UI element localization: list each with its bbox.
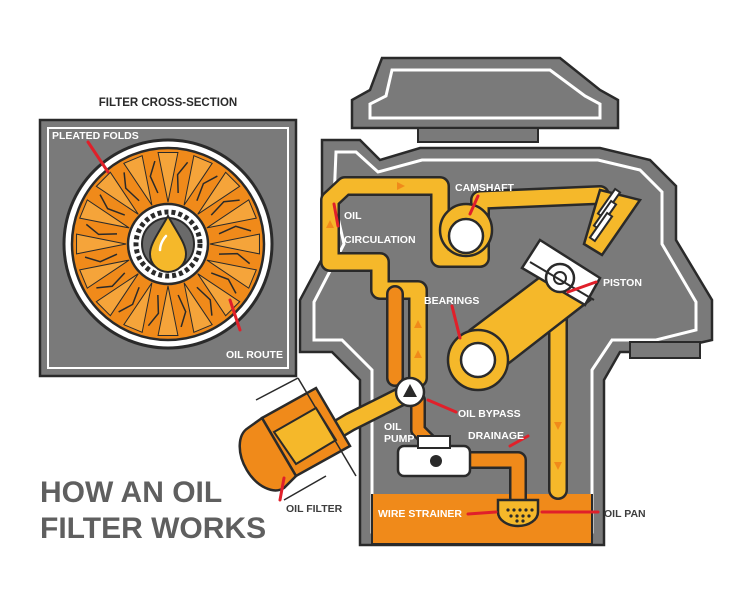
cross-section-title: FILTER CROSS-SECTION (99, 97, 237, 109)
oil-route-path (218, 252, 251, 265)
label-oil-route: OIL ROUTE (226, 349, 283, 361)
label-oil-pan: OIL PAN (604, 508, 646, 520)
oil-route-path (196, 286, 213, 316)
label-bearings: BEARINGS (424, 295, 479, 307)
oil-route-path (96, 272, 126, 289)
oil-route-path (176, 161, 189, 194)
oil-route-path (177, 294, 187, 328)
oil-route-path (210, 272, 237, 294)
pleat-fold (197, 171, 241, 215)
oil-route-path (118, 286, 140, 313)
label-oil-pump-line2: PUMP (384, 433, 414, 445)
oil-route-path (149, 160, 159, 194)
oil-route-path (123, 172, 140, 202)
oil-route-path (99, 194, 126, 216)
oil-pump (396, 435, 472, 478)
pleat-fold (157, 152, 179, 203)
pleat-fold (157, 285, 179, 336)
label-oil-circulation-line1: OIL (344, 210, 362, 222)
pleat-fold (183, 282, 213, 333)
piston-assembly (446, 238, 602, 392)
oil-route-path (84, 253, 118, 263)
oil-route-path (218, 225, 252, 235)
filter-cross-section (38, 118, 298, 378)
oil-route-path (85, 223, 118, 236)
pleat-fold (209, 233, 260, 255)
oil-route-path (147, 294, 160, 327)
pleat-fold (95, 171, 139, 215)
pleat-fold (79, 199, 130, 229)
pleat-fold (79, 259, 130, 289)
pleat-fold (123, 155, 153, 206)
label-camshaft: CAMSHAFT (455, 182, 514, 194)
label-oil-bypass: OIL BYPASS (458, 408, 521, 420)
label-piston: PISTON (603, 277, 642, 289)
main-title-line2: FILTER WORKS (40, 512, 266, 545)
label-oil-circulation-line2: CIRCULATION (344, 234, 416, 246)
pointer-lines (86, 140, 600, 516)
main-title-line1: HOW AN OIL (40, 476, 222, 509)
pleat-fold (183, 155, 213, 206)
pleat-fold (123, 282, 153, 333)
label-wire-strainer: WIRE STRAINER (378, 508, 462, 520)
label-pleated-folds: PLEATED FOLDS (52, 130, 139, 142)
pleat-fold (206, 199, 257, 229)
wire-strainer (496, 498, 540, 528)
camshaft (438, 187, 643, 258)
oil-drop (148, 213, 188, 273)
pleat-fold (206, 259, 257, 289)
label-oil-filter: OIL FILTER (286, 503, 343, 515)
pleated-folds (76, 152, 260, 336)
pleat-fold (95, 273, 139, 317)
oil-pan (371, 494, 593, 545)
pleat-fold (76, 233, 127, 255)
oil-route-path (210, 199, 240, 216)
label-drainage: DRAINAGE (468, 430, 524, 442)
oil-filter (238, 377, 357, 501)
valve-cover (350, 56, 620, 130)
oil-route-path (196, 175, 218, 202)
label-oil-pump-line1: OIL (384, 421, 402, 433)
oil-bypass-valve (394, 376, 426, 408)
